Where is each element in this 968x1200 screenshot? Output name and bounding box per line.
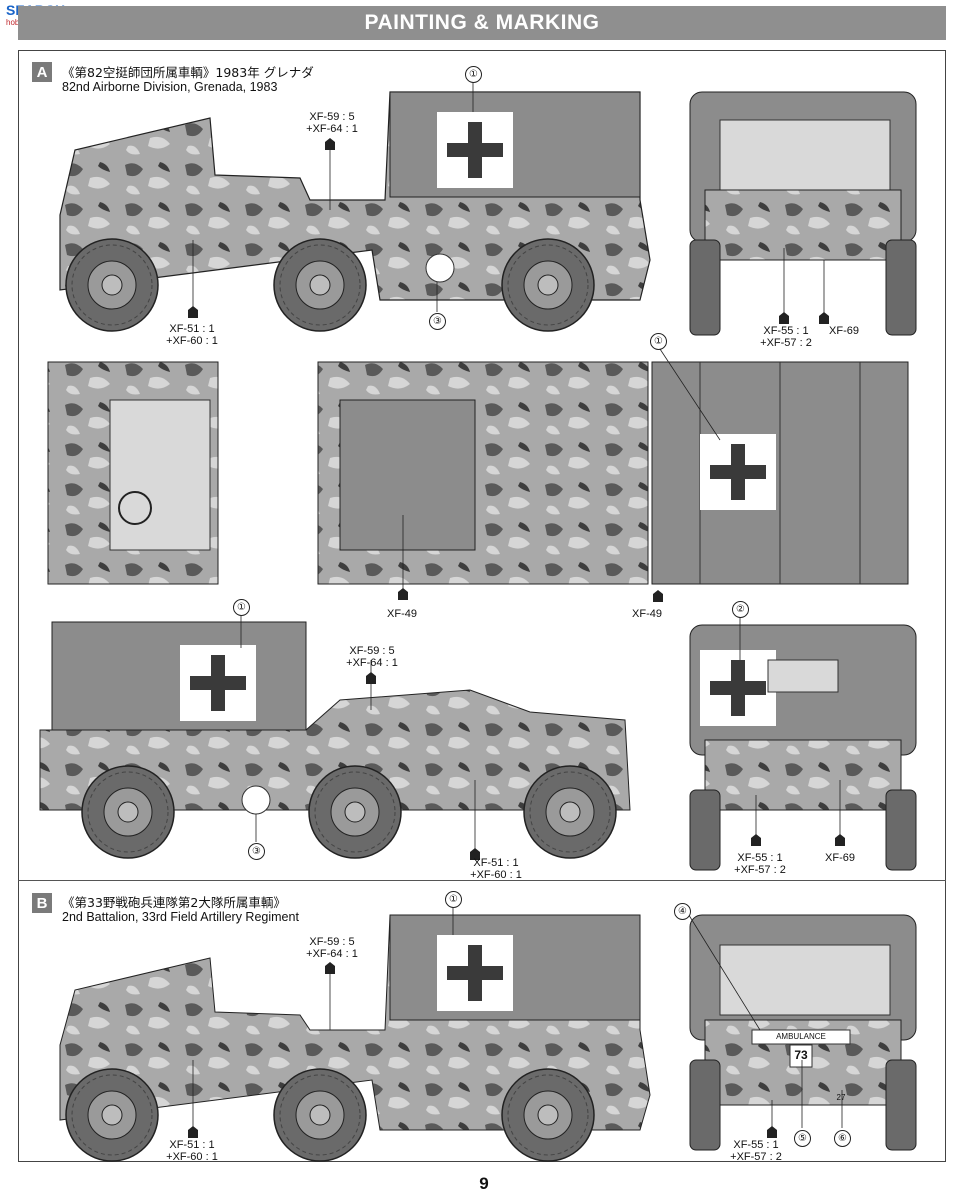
ambulance-decal: AMBULANCE: [776, 1032, 826, 1041]
paint-label: XF-59 : 5+XF-64 : 1: [346, 645, 398, 669]
paint-label: XF-49: [632, 608, 662, 620]
top-view-main: [317, 361, 909, 585]
paint-label: XF-55 : 1+XF-57 : 2: [730, 1139, 782, 1163]
paint-label: XF-51 : 1+XF-60 : 1: [166, 323, 218, 347]
section-b-title-jp: 《第33野戦砲兵連隊第2大隊所属車輌》: [62, 895, 286, 910]
paint-label: XF-49: [387, 608, 417, 620]
callout-3: ③: [248, 843, 265, 860]
callout-5: ⑤: [794, 1130, 811, 1147]
section-a-title-en: 82nd Airborne Division, Grenada, 1983: [62, 80, 278, 94]
paint-label: XF-59 : 5+XF-64 : 1: [306, 936, 358, 960]
section-divider: [18, 880, 946, 881]
callout-2: ②: [732, 601, 749, 618]
front-view-a: [689, 91, 917, 336]
callout-1: ①: [465, 66, 482, 83]
page-header: PAINTING & MARKING: [18, 6, 946, 40]
paint-label: XF-55 : 1+XF-57 : 2: [734, 852, 786, 876]
section-b-badge: B: [32, 893, 52, 913]
callout-1: ①: [650, 333, 667, 350]
callout-6: ⑥: [834, 1130, 851, 1147]
side-view-right-a: [39, 621, 631, 859]
paint-label: XF-59 : 5+XF-64 : 1: [306, 111, 358, 135]
plate-decal: 27: [836, 1093, 846, 1102]
paint-label: XF-69: [829, 325, 859, 337]
callout-4: ④: [674, 903, 691, 920]
paint-label: XF-55 : 1+XF-57 : 2: [760, 325, 812, 349]
paint-label: XF-51 : 1+XF-60 : 1: [166, 1139, 218, 1163]
section-b-title-en: 2nd Battalion, 33rd Field Artillery Regi…: [62, 910, 299, 924]
paint-label: XF-51 : 1+XF-60 : 1: [470, 857, 522, 881]
page-number: 9: [479, 1174, 489, 1193]
callout-1: ①: [445, 891, 462, 908]
page-title: PAINTING & MARKING: [364, 11, 600, 34]
callout-3: ③: [429, 313, 446, 330]
section-a-title-jp: 《第82空挺師団所属車輌》1983年 グレナダ: [62, 65, 314, 80]
callout-1: ①: [233, 599, 250, 616]
section-a-badge: A: [32, 62, 52, 82]
front-view-b: [689, 914, 917, 1151]
top-view-front: [47, 361, 219, 585]
instruction-frame: [18, 50, 946, 1162]
side-view-left-a: [59, 91, 651, 332]
vehicle-number-decal: 73: [794, 1048, 808, 1062]
side-view-b: [59, 914, 651, 1162]
paint-label: XF-69: [825, 852, 855, 864]
rear-view: [689, 624, 917, 871]
